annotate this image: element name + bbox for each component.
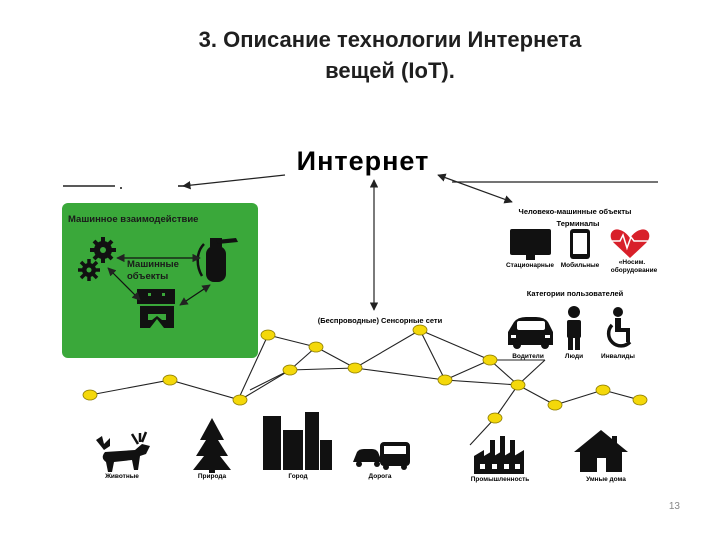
sensor-node (282, 364, 298, 376)
stationary-label: Стационарные (506, 262, 554, 269)
user-categories: Категории пользователей Водители Люди Ин… (508, 289, 635, 360)
smart-homes-label: Умные дома (586, 476, 626, 483)
sensor-node (232, 394, 248, 406)
wheelchair-icon (606, 307, 632, 348)
wearable-label-1: «Носим. (619, 259, 646, 266)
sensor-nodes (82, 324, 648, 424)
fire-extinguisher-icon (196, 238, 238, 282)
human-machine-terminals: Человеко-машинные объекты Терминалы Стац… (506, 207, 658, 274)
city-buildings-icon (263, 412, 332, 470)
sensor-node (260, 329, 276, 341)
page-number: 13 (668, 501, 680, 512)
sensor-node (82, 389, 98, 401)
mobile-label: Мобильные (561, 261, 600, 269)
machine-arrows (107, 253, 211, 306)
title-line-2: вещей (IoT). (325, 58, 455, 83)
person-icon (567, 306, 581, 350)
sensor-node (510, 379, 526, 391)
factory-icon (474, 436, 524, 474)
sensor-node (308, 341, 324, 353)
sensor-node (482, 354, 498, 366)
sensor-node (632, 394, 648, 406)
sensor-node (487, 412, 503, 424)
drivers-label: Водители (512, 353, 544, 360)
people-label: Люди (565, 353, 583, 360)
hm-title-line-2: Терминалы (557, 219, 600, 228)
slide-title: 3. Описание технологии Интернета вещей (… (90, 24, 690, 86)
sensor-node (162, 374, 178, 386)
animals-label: Животные (104, 473, 139, 480)
disabled-label: Инвалиды (601, 353, 635, 360)
machine-panel-title: Машинное взаимодействие (68, 214, 198, 225)
internet-label: Интернет (297, 146, 430, 176)
machine-box-icon (137, 289, 175, 328)
sensor-node (347, 362, 363, 374)
machine-objects-label-1: Машинные (127, 259, 179, 270)
sensor-networks-label: (Беспроводные) Сенсорные сети (318, 316, 443, 325)
sensor-node (437, 374, 453, 386)
internet-backbone-lines (63, 181, 658, 189)
sensor-node (547, 399, 563, 411)
user-categories-title: Категории пользователей (527, 289, 624, 298)
title-line-1: 3. Описание технологии Интернета (198, 27, 582, 52)
industry-label: Промышленность (471, 476, 530, 483)
machine-interaction-panel: Машинное взаимодействие Машинные объекты (62, 203, 258, 358)
city-label: Город (288, 473, 307, 480)
nature-label: Природа (198, 473, 227, 480)
car-icon (508, 317, 553, 349)
road-label: Дорога (369, 473, 392, 480)
wearable-label-2: оборудование (611, 266, 658, 274)
road-vehicles-icon (353, 442, 410, 470)
tree-icon (193, 418, 231, 473)
house-icon (574, 430, 628, 472)
sensor-node (412, 324, 428, 336)
monitor-icon (510, 229, 551, 260)
gear-icon (90, 237, 116, 263)
gear-icon (78, 259, 100, 281)
internet-arrows (182, 173, 513, 311)
mobile-phone-icon (570, 229, 590, 259)
machine-objects-label-2: объекты (127, 271, 168, 282)
moose-icon (96, 431, 150, 472)
heart-monitor-icon (610, 229, 650, 258)
sensor-node (595, 384, 611, 396)
hm-title-line-1: Человеко-машинные объекты (519, 207, 632, 216)
